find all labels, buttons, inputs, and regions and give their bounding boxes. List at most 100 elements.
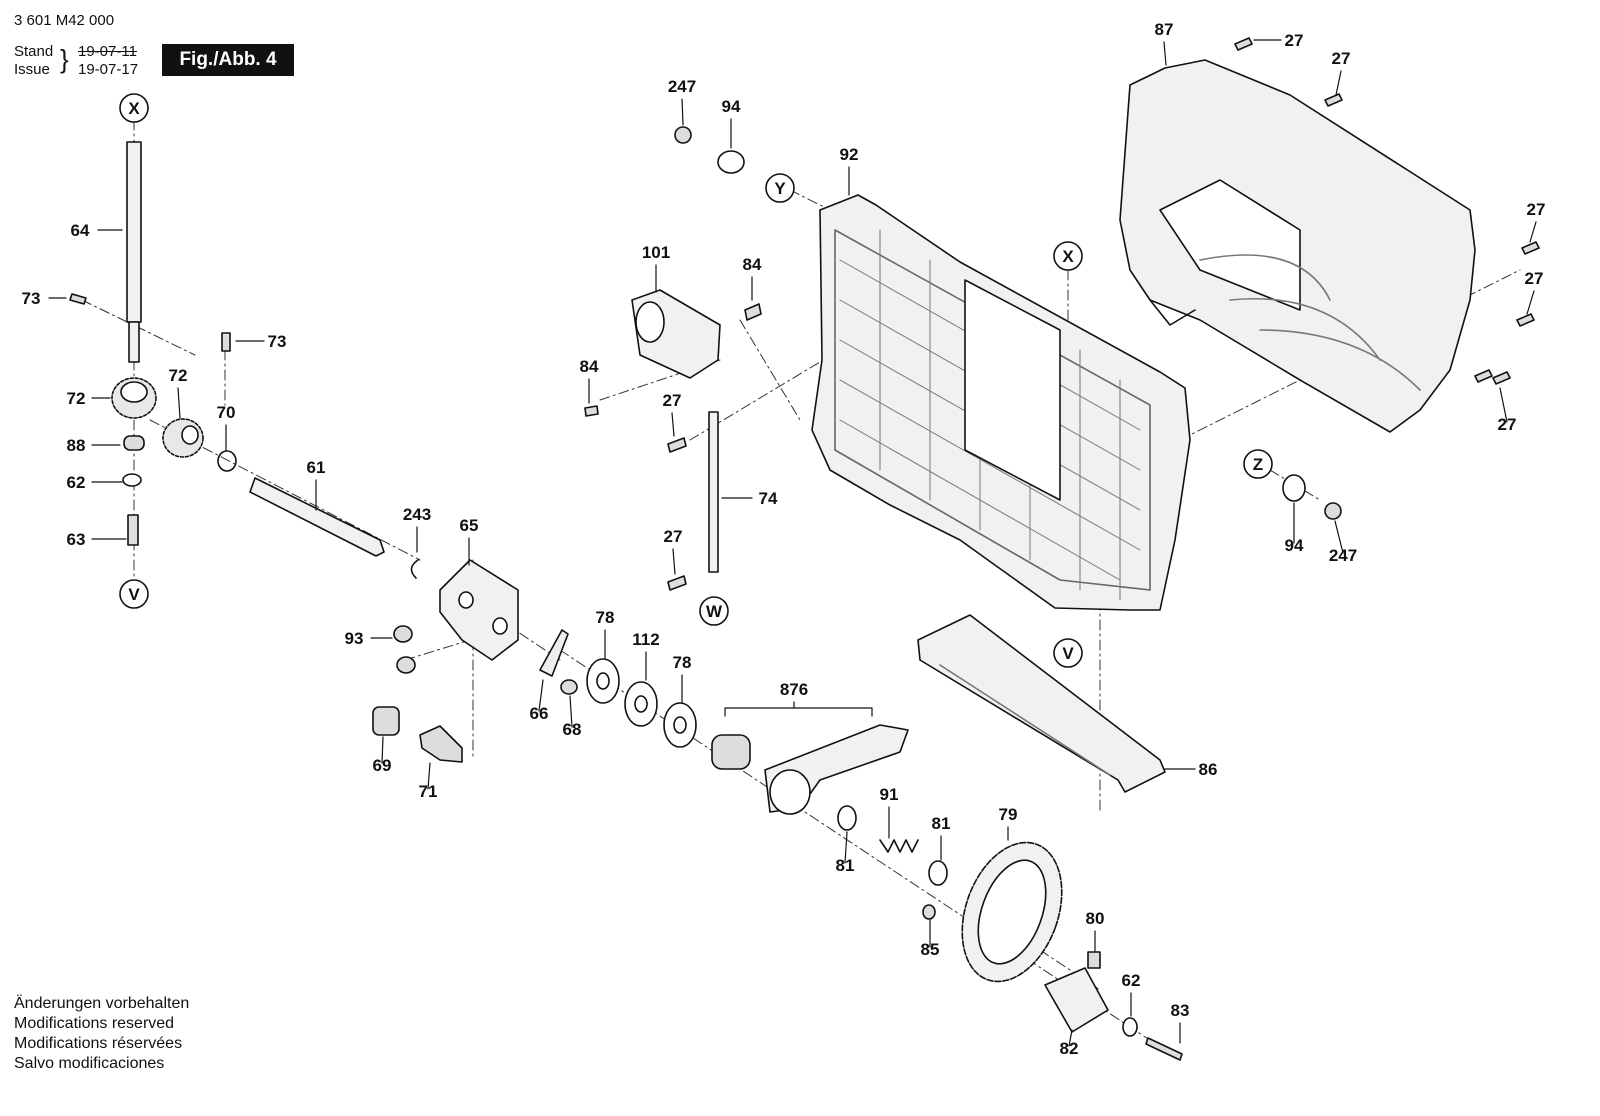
part-number-label: 247 — [1329, 546, 1357, 565]
shaft-64 — [126, 141, 142, 363]
screw-84 — [744, 303, 762, 321]
part-number-label: 87 — [1155, 20, 1174, 39]
leader-line — [177, 387, 181, 419]
screw-93 — [393, 625, 416, 674]
bar-74 — [708, 411, 719, 573]
leader-line — [1335, 70, 1342, 96]
nut-85 — [922, 904, 936, 920]
leader-line — [427, 762, 431, 790]
part-number: 3 601 M42 000 — [14, 12, 115, 29]
part-number-label: 27 — [1498, 415, 1517, 434]
brace-icon: } — [60, 44, 69, 74]
nut-69 — [372, 706, 400, 736]
part-number-label: 86 — [1199, 760, 1218, 779]
part-number-label: 84 — [743, 255, 762, 274]
leader-line — [1499, 387, 1508, 423]
part-number-label: 72 — [169, 366, 188, 385]
leader-line — [671, 412, 675, 437]
part-number-label: 66 — [530, 704, 549, 723]
knob-79 — [961, 841, 1063, 983]
leader-line — [844, 831, 848, 864]
washer-94 — [717, 150, 745, 174]
part-number-label: 27 — [663, 391, 682, 410]
bushing-88 — [123, 435, 145, 451]
leader-line — [1334, 520, 1344, 554]
part-number-label: 85 — [921, 940, 940, 959]
connector-letter: W — [706, 602, 723, 621]
part-number-label: 68 — [563, 720, 582, 739]
screw-247b — [1324, 502, 1342, 520]
washer-94b — [1282, 474, 1306, 502]
stand-label: Stand — [14, 43, 54, 60]
connector-letter: V — [1062, 644, 1074, 663]
connector-circle — [119, 93, 149, 123]
part-number-label: 92 — [840, 145, 859, 164]
guard-87 — [1119, 59, 1476, 433]
lever-876 — [711, 707, 909, 815]
part-number-label: 91 — [880, 785, 899, 804]
screw-27 — [667, 437, 687, 453]
part-number-label: 62 — [1122, 971, 1141, 990]
part-number-label: 61 — [307, 458, 326, 477]
screw-63 — [127, 514, 139, 546]
part-number-label: 876 — [780, 680, 808, 699]
note-line: Modifications reserved — [14, 1015, 175, 1032]
shaft-61 — [249, 477, 385, 557]
part-number-label: 101 — [642, 243, 670, 262]
screw-27-group — [1234, 37, 1540, 385]
housing-92 — [811, 194, 1191, 611]
screw-80 — [1087, 951, 1101, 969]
washer-62b — [1122, 1017, 1138, 1037]
connector-letter: X — [128, 99, 140, 118]
part-number-label: 93 — [345, 629, 364, 648]
part-number-label: 74 — [759, 489, 778, 508]
connector-circle — [1053, 638, 1083, 668]
part-number-label: 88 — [67, 436, 86, 455]
guide-86 — [917, 614, 1166, 793]
issue-date: 19-07-17 — [78, 61, 139, 78]
leader-line — [681, 98, 684, 126]
screw-73-top — [221, 332, 231, 352]
connector-letter: V — [128, 585, 140, 604]
gear-72 — [111, 377, 157, 419]
part-number-label: 73 — [268, 332, 287, 351]
leader-line — [381, 736, 384, 764]
connector-circle — [1243, 449, 1273, 479]
washer-81b — [928, 860, 948, 886]
washer-78b — [663, 702, 697, 748]
pointer-66 — [539, 629, 569, 677]
screw-84b — [584, 405, 599, 417]
connector-circle — [765, 173, 795, 203]
part-number-labels: 6473737272887062636124365937811278666869… — [22, 20, 1546, 1058]
screw-73 — [69, 293, 87, 305]
part-number-label: 27 — [1525, 269, 1544, 288]
screw-247 — [674, 126, 692, 144]
leader-line — [1068, 1029, 1073, 1047]
part-number-label: 247 — [668, 77, 696, 96]
part-number-label: 82 — [1060, 1039, 1079, 1058]
part-number-label: 72 — [67, 389, 86, 408]
leader-line — [569, 695, 573, 728]
note-line: Modifications réservées — [14, 1035, 183, 1052]
washer-81 — [837, 805, 857, 831]
part-number-label: 81 — [932, 814, 951, 833]
spring-91 — [879, 839, 919, 853]
part-number-label: 69 — [373, 756, 392, 775]
washer-78 — [586, 658, 620, 704]
leader-line — [672, 548, 676, 575]
part-number-label: 62 — [67, 473, 86, 492]
handle-82 — [1044, 967, 1109, 1033]
screw-27b — [667, 575, 687, 591]
screw-68 — [560, 679, 578, 695]
connector-letter: X — [1062, 247, 1074, 266]
sleeve-101 — [631, 289, 721, 379]
part-number-label: 63 — [67, 530, 86, 549]
part-number-label: 27 — [1332, 49, 1351, 68]
connector-letter: Y — [774, 179, 786, 198]
leader-line — [1529, 221, 1537, 243]
clip-70 — [217, 450, 237, 472]
washer-62 — [122, 473, 142, 487]
part-number-label: 94 — [1285, 536, 1304, 555]
connector-letter: Z — [1253, 455, 1263, 474]
